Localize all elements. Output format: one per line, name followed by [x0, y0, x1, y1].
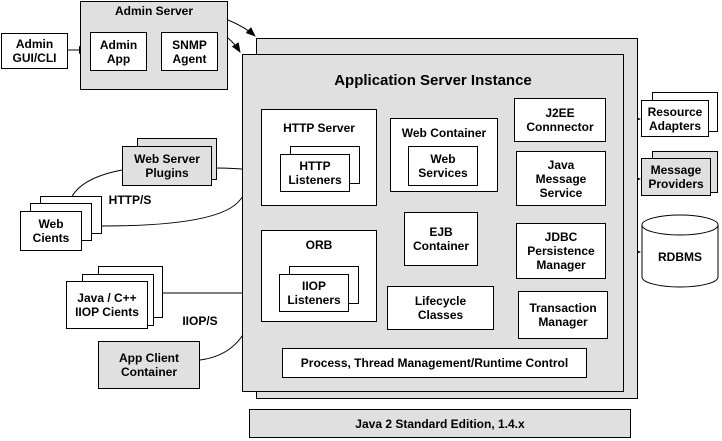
http-s-label: HTTP/S — [108, 193, 152, 207]
j2ee-connector-box — [514, 98, 606, 142]
instance-title: Application Server Instance — [334, 72, 532, 89]
admin-app-label: Admin App — [99, 37, 138, 66]
app-client-container-box — [98, 341, 200, 389]
java-clients-label: Java / C++ IIOP Cients — [75, 291, 139, 319]
message-providers-box — [641, 158, 711, 196]
jdbc-label: JDBC Persistence Manager — [527, 230, 595, 272]
iiop-listeners-box — [279, 274, 349, 312]
transaction-manager-label: Transaction Manager — [529, 301, 597, 329]
http-server-title: HTTP Server — [283, 121, 355, 135]
web-services-box — [408, 146, 478, 186]
snmp-agent-label: SNMP Agent — [172, 37, 207, 66]
jms-box — [516, 151, 606, 206]
lifecycle-box — [387, 286, 494, 330]
transaction-manager-box — [518, 291, 608, 339]
lifecycle-label: Lifecycle Classes — [414, 294, 467, 322]
web-clients-box — [20, 211, 82, 251]
snmp-agent-box — [161, 32, 218, 71]
process-control-label: Process, Thread Management/Runtime Contr… — [300, 356, 569, 370]
ejb-container-label: EJB Container — [412, 225, 469, 253]
rdbms-cylinder — [641, 214, 719, 288]
resource-adapters-label: Resource Adapters — [647, 104, 703, 133]
message-providers-label: Message Providers — [648, 163, 704, 191]
web-server-plugins-box — [122, 146, 212, 186]
java2se-label: Java 2 Standard Edition, 1.4.x — [355, 416, 525, 431]
jdbc-box — [516, 223, 606, 279]
rdbms-label: RDBMS — [658, 250, 702, 264]
admin-app-box — [90, 32, 147, 71]
ejb-container-box — [404, 212, 478, 266]
process-control-box — [282, 348, 587, 378]
admin-server-title: Admin Server — [114, 4, 194, 18]
admin-gui-box — [1, 33, 68, 69]
http-listeners-label: HTTP Listeners — [288, 159, 342, 187]
orb-title: ORB — [305, 238, 333, 252]
jms-label: Java Message Service — [535, 157, 587, 200]
app-client-container-label: App Client Container — [119, 351, 179, 379]
j2ee-connector-label: J2EE Connnector — [526, 106, 594, 134]
admin-gui-label: Admin GUI/CLI — [12, 37, 57, 65]
arrow-admin-to-instance-2 — [227, 37, 241, 53]
web-server-plugins-label: Web Server Plugins — [134, 152, 200, 180]
web-services-label: Web Services — [418, 152, 468, 180]
java2se-box — [249, 409, 631, 438]
http-listeners-box — [280, 154, 350, 192]
arrow-admin-to-instance-1 — [227, 19, 256, 37]
iiop-s-label: IIOP/S — [182, 314, 218, 328]
web-container-title: Web Container — [401, 126, 487, 140]
web-clients-label: Web Cients — [32, 217, 70, 245]
iiop-listeners-label: IIOP Listeners — [287, 279, 341, 307]
java-clients-box — [66, 281, 148, 329]
resource-adapters-box — [641, 100, 709, 137]
